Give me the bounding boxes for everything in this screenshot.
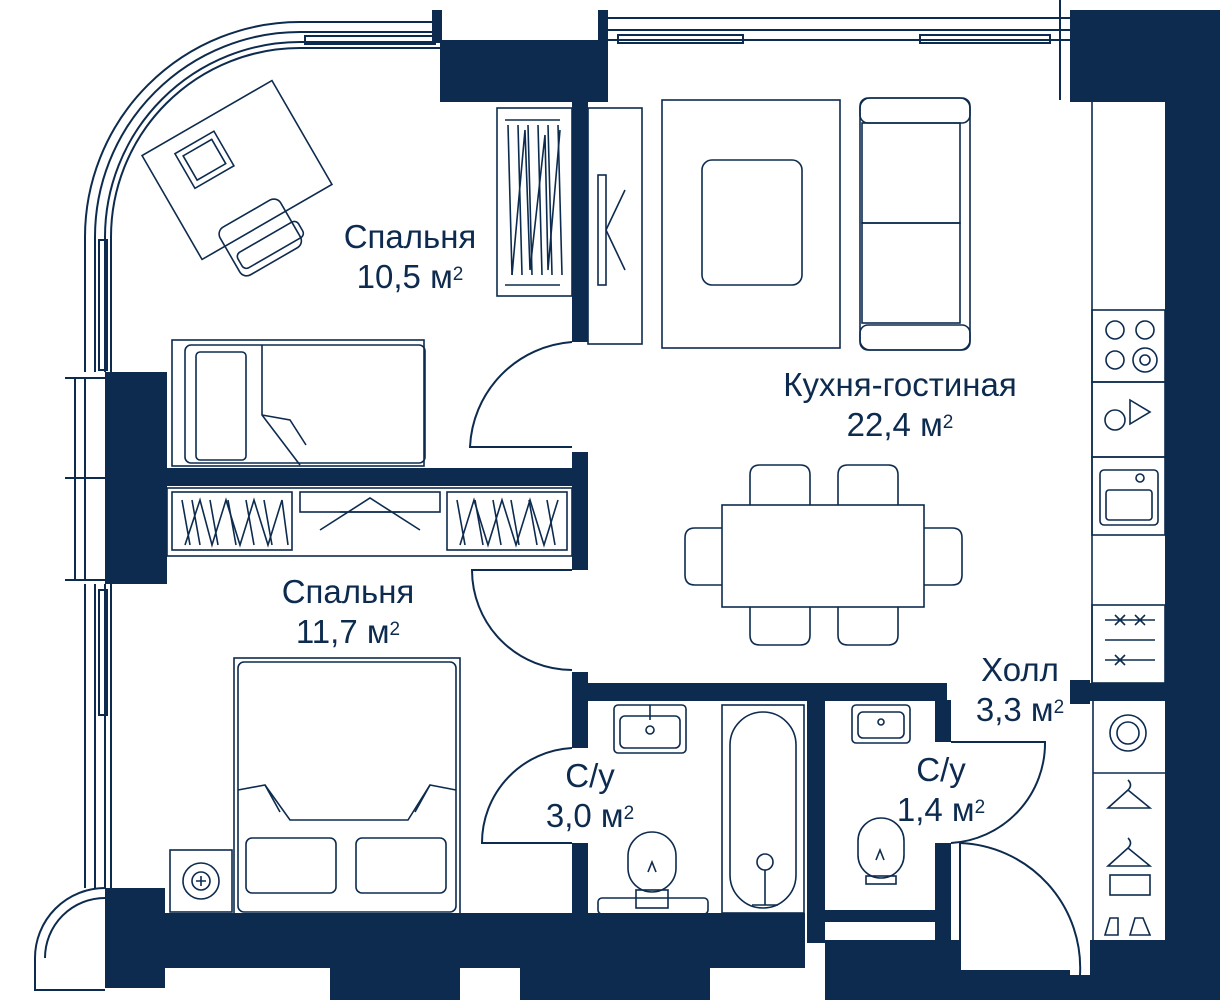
room-area: 3,3 м2 [975,691,1065,728]
door-bathroom-1 [480,747,573,844]
room-label-hall: Холл 3,3 м2 [960,650,1080,730]
laptop-icon [173,130,236,190]
toilet-icon [857,817,905,885]
toilet-icon [627,831,677,909]
chair-icon [684,464,963,646]
shoes-icon [1103,917,1152,936]
cooktop-icon [1105,320,1158,373]
room-area: 11,7 м2 [295,613,401,650]
kitchen-sink-icon [1099,469,1159,526]
room-name: Спальня [281,573,415,610]
room-area: 10,5 м2 [356,258,464,295]
room-label-kitchen-living: Кухня-гостиная 22,4 м2 [750,365,1050,445]
doors [468,341,1082,976]
room-area: 22,4 м2 [846,406,954,443]
wardrobe-icon [166,487,573,557]
room-label-bathroom-1: С/у 3,0 м2 [525,756,655,836]
dishwasher-icon [1104,398,1152,431]
oven-icon [1105,614,1155,666]
door-entrance [959,842,1082,976]
boiler-icon [169,849,233,913]
dining-table-icon [721,504,925,608]
room-label-bedroom-2: Спальня 11,7 м2 [268,572,428,652]
room-name: С/у [916,751,966,788]
door-bedroom-1 [468,341,573,448]
windows [34,0,1070,991]
room-area: 1,4 м2 [896,791,986,828]
room-name: Холл [981,651,1059,688]
room-name: Кухня-гостиная [783,366,1017,403]
room-label-bathroom-2: С/у 1,4 м2 [876,750,1006,830]
tv-icon [587,107,643,345]
office-chair-icon [218,198,305,277]
walls [105,10,1220,1000]
wardrobe-icon [496,107,573,297]
hanger-icon [1105,779,1153,896]
room-name: Спальня [343,218,477,255]
coffee-table-icon [661,99,841,349]
double-bed-icon [233,657,461,915]
sink-icon [613,704,687,754]
hall-wardrobe [1092,700,1165,940]
bed-icon [171,339,426,467]
sofa-icon [859,97,971,351]
room-area: 3,0 м2 [545,797,635,834]
bathtub-icon [721,704,805,914]
desk-icon [140,79,334,261]
room-label-bedroom-1: Спальня 10,5 м2 [330,217,490,297]
room-name: С/у [565,757,615,794]
door-bathroom-2 [950,741,1047,844]
kitchen-counter [1091,102,1166,684]
sink-icon [851,704,911,744]
door-bedroom-2 [470,569,573,671]
washing-machine-icon [1109,714,1147,752]
